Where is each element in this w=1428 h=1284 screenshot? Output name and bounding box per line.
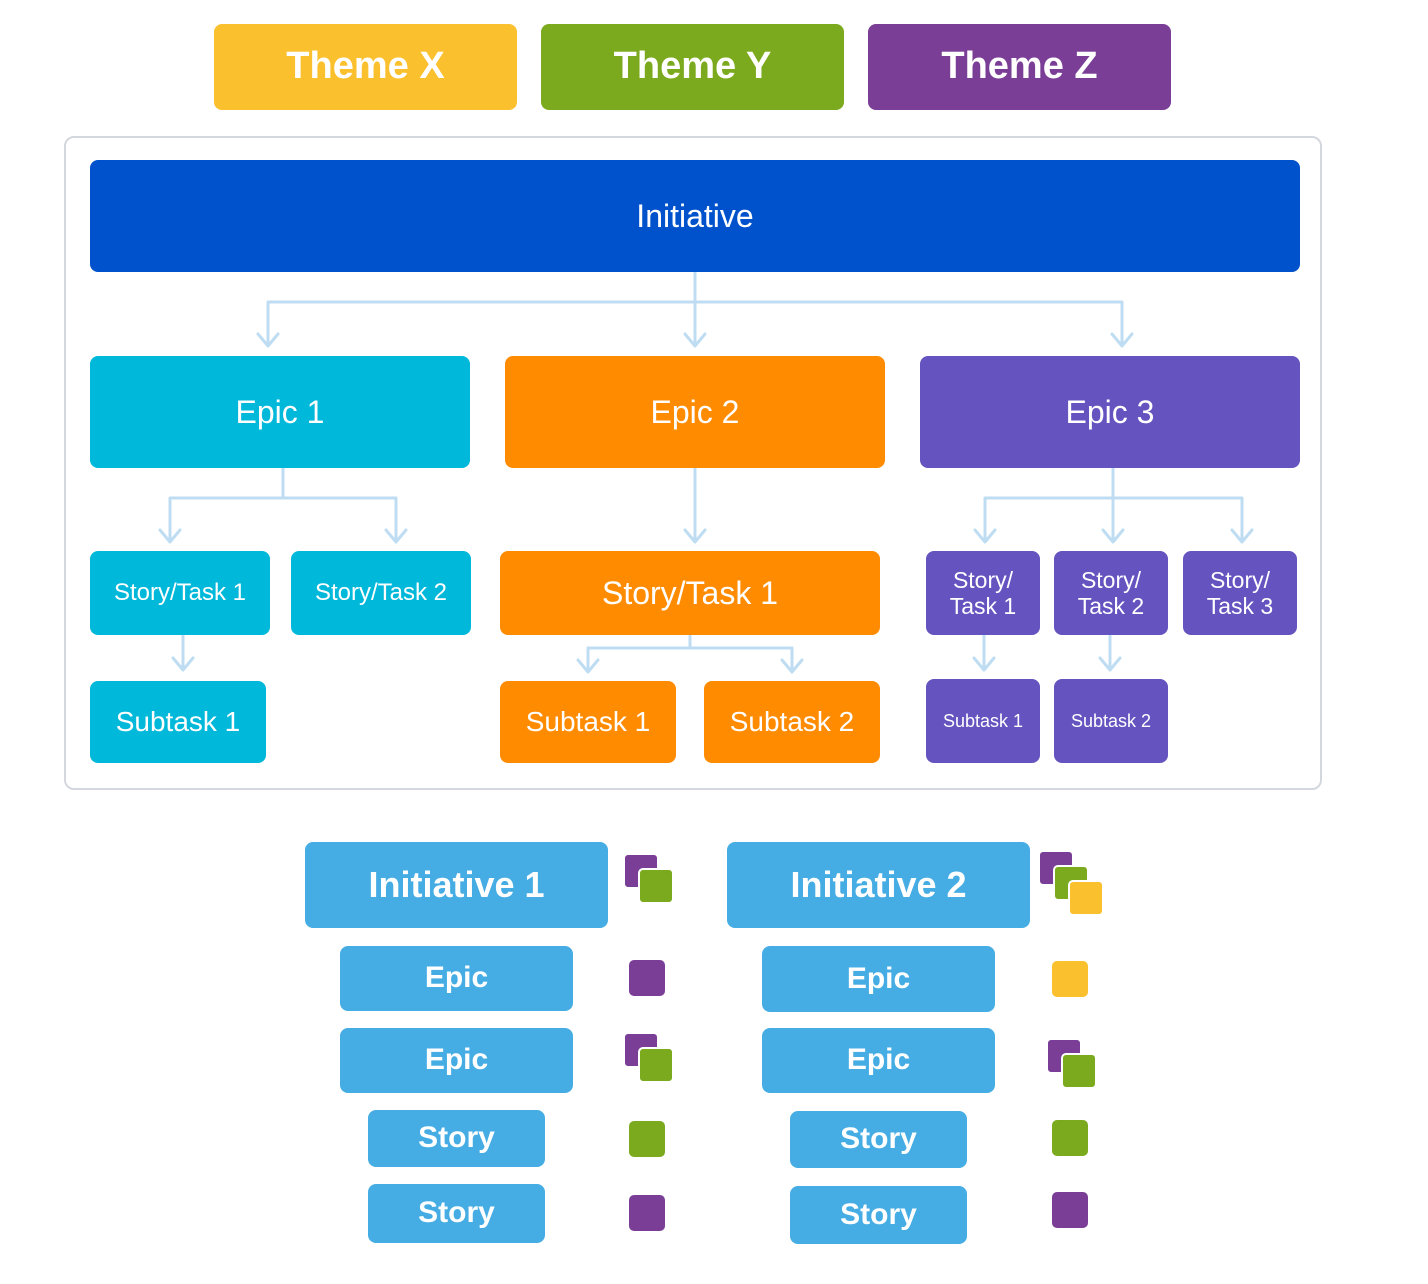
theme-x-badge: Theme X — [214, 24, 517, 110]
epic-2-subtask-2-box: Subtask 2 — [704, 681, 880, 763]
theme-square-theme-y — [638, 868, 674, 904]
theme-square-theme-z — [1052, 1192, 1088, 1228]
theme-z-badge: Theme Z — [868, 24, 1171, 110]
roadmap-initiative-1: Initiative 1 — [305, 842, 608, 928]
epic-3-story-2-box: Story/ Task 2 — [1054, 551, 1168, 635]
roadmap-2-item-3: Story — [790, 1111, 967, 1168]
epic-1-story-1-box: Story/Task 1 — [90, 551, 270, 635]
epic-3-subtask-1-box: Subtask 1 — [926, 679, 1040, 763]
epic-3-story-1-box: Story/ Task 1 — [926, 551, 1040, 635]
epic-1-box: Epic 1 — [90, 356, 470, 468]
roadmap-2-item-2: Epic — [762, 1028, 995, 1093]
roadmap-1-item-1: Epic — [340, 946, 573, 1011]
roadmap-1-item-2: Epic — [340, 1028, 573, 1093]
theme-square-theme-x — [1052, 961, 1088, 997]
roadmap-2-item-4: Story — [790, 1186, 967, 1244]
epic-2-subtask-1-box: Subtask 1 — [500, 681, 676, 763]
roadmap-1-item-3: Story — [368, 1110, 545, 1167]
epic-3-story-3-box: Story/ Task 3 — [1183, 551, 1297, 635]
epic-1-story-2-box: Story/Task 2 — [291, 551, 471, 635]
theme-square-theme-x — [1068, 880, 1104, 916]
epic-2-box: Epic 2 — [505, 356, 885, 468]
connector-lines — [158, 270, 1254, 674]
roadmap-2-item-1: Epic — [762, 946, 995, 1012]
epic-3-box: Epic 3 — [920, 356, 1300, 468]
epic-2-story-1-box: Story/Task 1 — [500, 551, 880, 635]
theme-square-theme-z — [629, 1195, 665, 1231]
roadmap-1-item-4: Story — [368, 1184, 545, 1243]
theme-square-theme-y — [1052, 1120, 1088, 1156]
epic-1-subtask-1-box: Subtask 1 — [90, 681, 266, 763]
theme-y-badge: Theme Y — [541, 24, 844, 110]
initiative-box: Initiative — [90, 160, 1300, 272]
theme-square-theme-y — [638, 1047, 674, 1083]
epic-3-subtask-2-box: Subtask 2 — [1054, 679, 1168, 763]
theme-square-theme-z — [629, 960, 665, 996]
theme-square-theme-y — [1061, 1053, 1097, 1089]
theme-square-theme-y — [629, 1121, 665, 1157]
roadmap-initiative-2: Initiative 2 — [727, 842, 1030, 928]
